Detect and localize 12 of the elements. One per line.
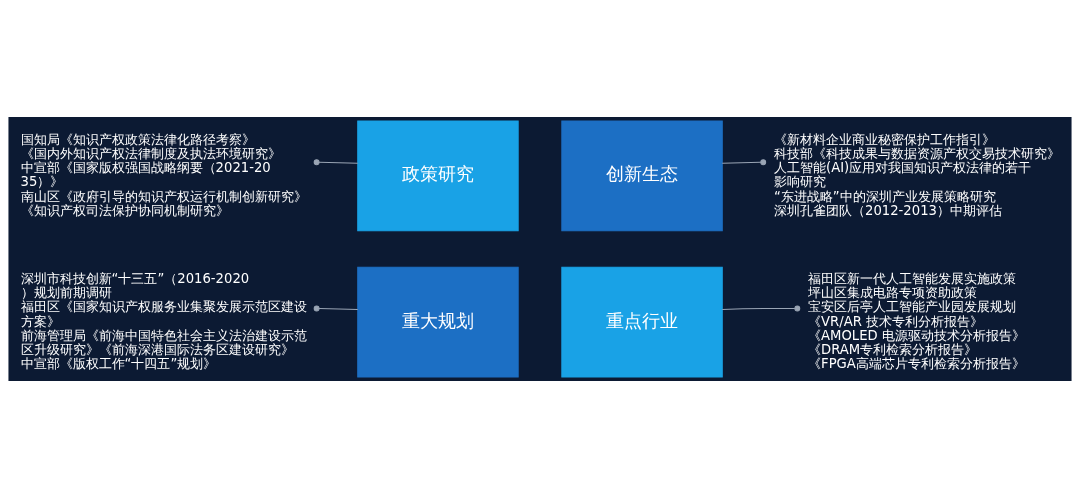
node-text: 福田区新一代人工智能发展实施政策 坪山区集成电路专项资助政策 宝安区后亭人工智能产业园发展规划 《VR/AR 技术专利分析报告》 《AMOLED 电源驱动技术分析报告》 《DRAM专利检索分析报告》 《FPGA高端芯片专利检索分析报告》	[808, 270, 1025, 371]
connector	[721, 158, 767, 165]
node-box: 政策研究	[357, 120, 519, 231]
connector	[313, 158, 359, 165]
connector	[721, 305, 801, 311]
node-text: 深圳市科技创新“十三五”（2016-2020）规划前期调研 福田区《国家知识产权服务业集聚发展示范区建设方案》 前海管理局《前海中国特色社会主义法治建设示范区升级研究》《前海深港国际法务区建设研究》 中宣部《版权工作“十四五”规划》	[20, 270, 307, 371]
node-text: 国知局《知识产权政策法律化路径考察》 《国内外知识产权法律制度及执法环境研究》 中宣部《国家版权强国战略纲要（2021-2035）》 南山区《政府引导的知识产权运行机制创新研究》《知识产权司法保护协同机制研究》	[20, 131, 307, 218]
node-box: 重大规划	[357, 266, 519, 377]
node-box: 重点行业	[561, 266, 723, 377]
node-text: 《新材料企业商业秘密保护工作指引》 科技部《科技成果与数据资源产权交易技术研究》 人工智能(AI)应用对我国知识产权法律的若干影响研究 “东进战略”中的深圳产业发展策略研究 深圳孔雀团队（2012-2013）中期评估	[774, 131, 1061, 218]
node-box: 创新生态	[561, 120, 723, 231]
connector	[313, 305, 359, 311]
